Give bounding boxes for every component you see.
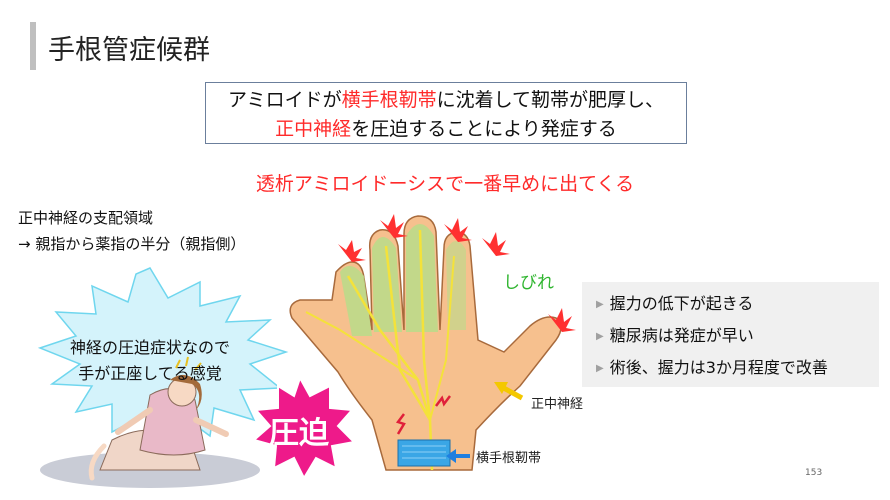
summary-text: アミロイドが (227, 89, 342, 111)
median-area-detail: → 親指から薬指の半分（親指側） (18, 235, 246, 253)
list-item: ▶糖尿病は発症が早い (596, 326, 754, 345)
summary-text: に沈着して靭帯が肥厚し、 (436, 89, 665, 111)
seiza-woman-figure (40, 356, 260, 488)
list-item: ▶術後、握力は3か月程度で改善 (596, 358, 828, 377)
summary-highlight-ligament: 横手根靭帯 (341, 89, 437, 111)
page-title: 手根管症候群 (48, 35, 210, 66)
hand-illustration (289, 215, 562, 471)
bubble-line: 神経の圧迫症状なので (69, 338, 230, 357)
headline: 透析アミロイドーシスで一番早めに出てくる (255, 173, 635, 195)
summary-text: を圧迫することにより発症する (351, 118, 617, 140)
pressure-label: 圧迫 (269, 416, 329, 451)
bubble-text: 神経の圧迫症状なので 手が正座してる感覚 (30, 335, 270, 387)
triangle-bullet-icon: ▶ (596, 299, 604, 310)
numbness-sparks (338, 214, 576, 332)
median-area-heading: 正中神経の支配領域 (18, 209, 154, 227)
triangle-bullet-icon: ▶ (596, 363, 604, 374)
numbness-label: しびれ (503, 273, 554, 293)
page-number: 153 (805, 468, 823, 478)
pressure-burst (251, 375, 357, 481)
median-nerve-label: 正中神経 (531, 397, 584, 412)
list-item: ▶握力の低下が起きる (596, 294, 754, 313)
ligament-label: 横手根靭帯 (476, 451, 542, 466)
summary-box: アミロイドが横手根靭帯に沈着して靭帯が肥厚し、 正中神経を圧迫することにより発症… (205, 82, 687, 144)
triangle-bullet-icon: ▶ (596, 331, 604, 342)
symptom-list: ▶握力の低下が起きる ▶糖尿病は発症が早い ▶術後、握力は3か月程度で改善 (582, 282, 879, 387)
bubble-line: 手が正座してる感覚 (78, 364, 222, 383)
summary-highlight-nerve: 正中神経 (275, 118, 352, 140)
title-accent-bar (30, 22, 36, 70)
